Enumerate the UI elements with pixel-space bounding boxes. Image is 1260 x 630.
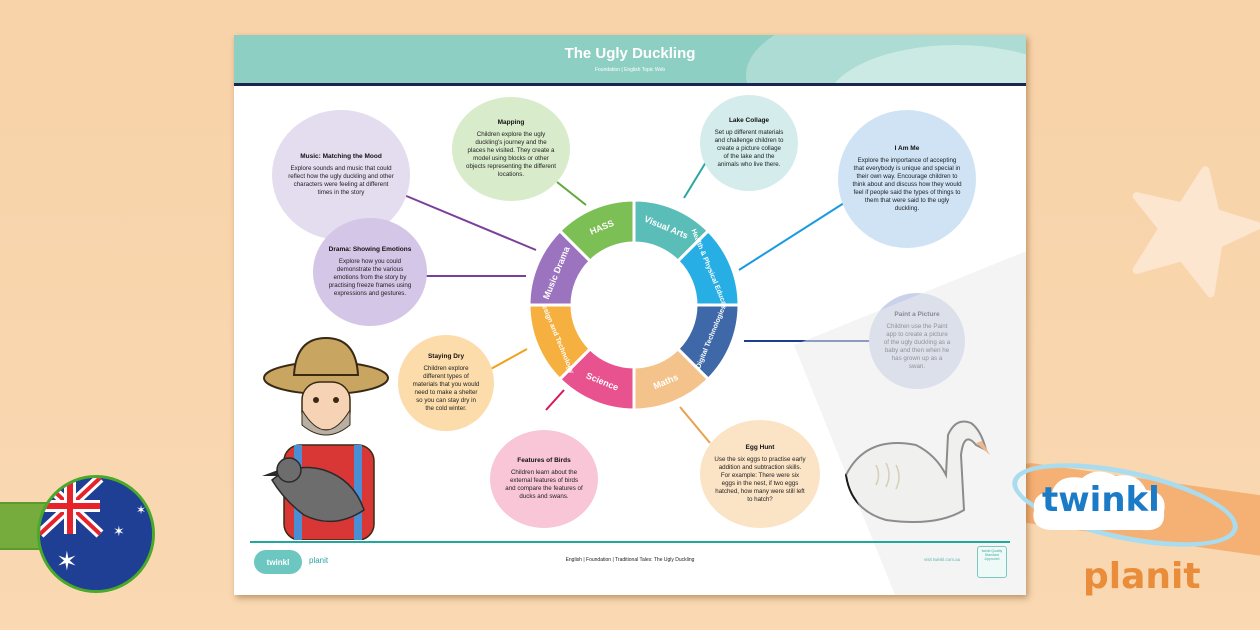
activity-text: Children learn about the external featur… [505,468,583,501]
page-subtitle: Foundation | English Topic Web [594,67,666,73]
activity-title: Staying Dry [427,352,465,360]
twinkl-brand-logo: twinkl [1042,480,1160,520]
quality-badge: twinkl Quality Standard Approved [977,546,1007,578]
activity-title: Egg Hunt [745,443,775,451]
activity-staying-dry: Staying Dry Children explore different t… [398,335,494,431]
header-divider [234,83,1026,86]
australia-flag-icon: ✶ ✶ ✶ ✶ [37,475,155,593]
activity-title: Music: Matching the Mood [300,152,382,160]
activity-title: Features of Birds [517,456,571,464]
activity-lake-collage: Lake Collage Set up different materials … [700,95,798,191]
svg-text:✶: ✶ [113,524,125,540]
activity-text: Children explore the ugly duckling's jou… [466,130,557,179]
footer-divider [250,541,1010,543]
star-decoration-icon [1132,166,1260,298]
wheel-segment [527,228,593,307]
activity-text: Explore how you could demonstrate the va… [328,257,412,298]
svg-text:✶: ✶ [56,547,78,577]
activity-title: I Am Me [894,144,920,152]
activity-i-am-me: I Am Me Explore the importance of accept… [838,110,976,248]
activity-text: Explore the importance of accepting that… [852,156,962,213]
activity-title: Mapping [497,118,525,126]
topic-web-sheet: The Ugly Duckling Foundation | English T… [234,35,1026,595]
activity-text: Children explore different types of mate… [412,364,480,413]
page-title: The Ugly Duckling [564,45,696,62]
activity-text: Explore sounds and music that could refl… [288,164,394,197]
activity-text: Set up different materials and challenge… [714,128,784,169]
activity-title: Drama: Showing Emotions [328,245,412,253]
activity-egg-hunt: Egg Hunt Use the six eggs to practise ea… [700,420,820,528]
footer-topic-label: English | Foundation | Traditional Tales… [565,557,695,563]
activity-text: Use the six eggs to practise early addit… [714,455,806,504]
farmer-holding-duckling-illustration [262,336,389,540]
activity-title: Lake Collage [728,116,770,124]
cloud-icon [1033,471,1165,531]
activity-features-of-birds: Features of Birds Children learn about t… [490,430,598,528]
activity-drama-showing-emotions: Drama: Showing Emotions Explore how you … [313,218,427,326]
header-banner: The Ugly Duckling Foundation | English T… [234,35,1026,83]
activity-music-matching-mood: Music: Matching the Mood Explore sounds … [272,110,410,240]
activity-mapping: Mapping Children explore the ugly duckli… [452,97,570,201]
footer-url[interactable]: visit twinkl.com.au [924,557,961,562]
footer-planit-label: planit [309,556,329,565]
planit-brand-logo: planit [1083,556,1201,597]
footer-twinkl-logo: twinkl [254,550,302,574]
svg-text:✶: ✶ [136,503,146,517]
